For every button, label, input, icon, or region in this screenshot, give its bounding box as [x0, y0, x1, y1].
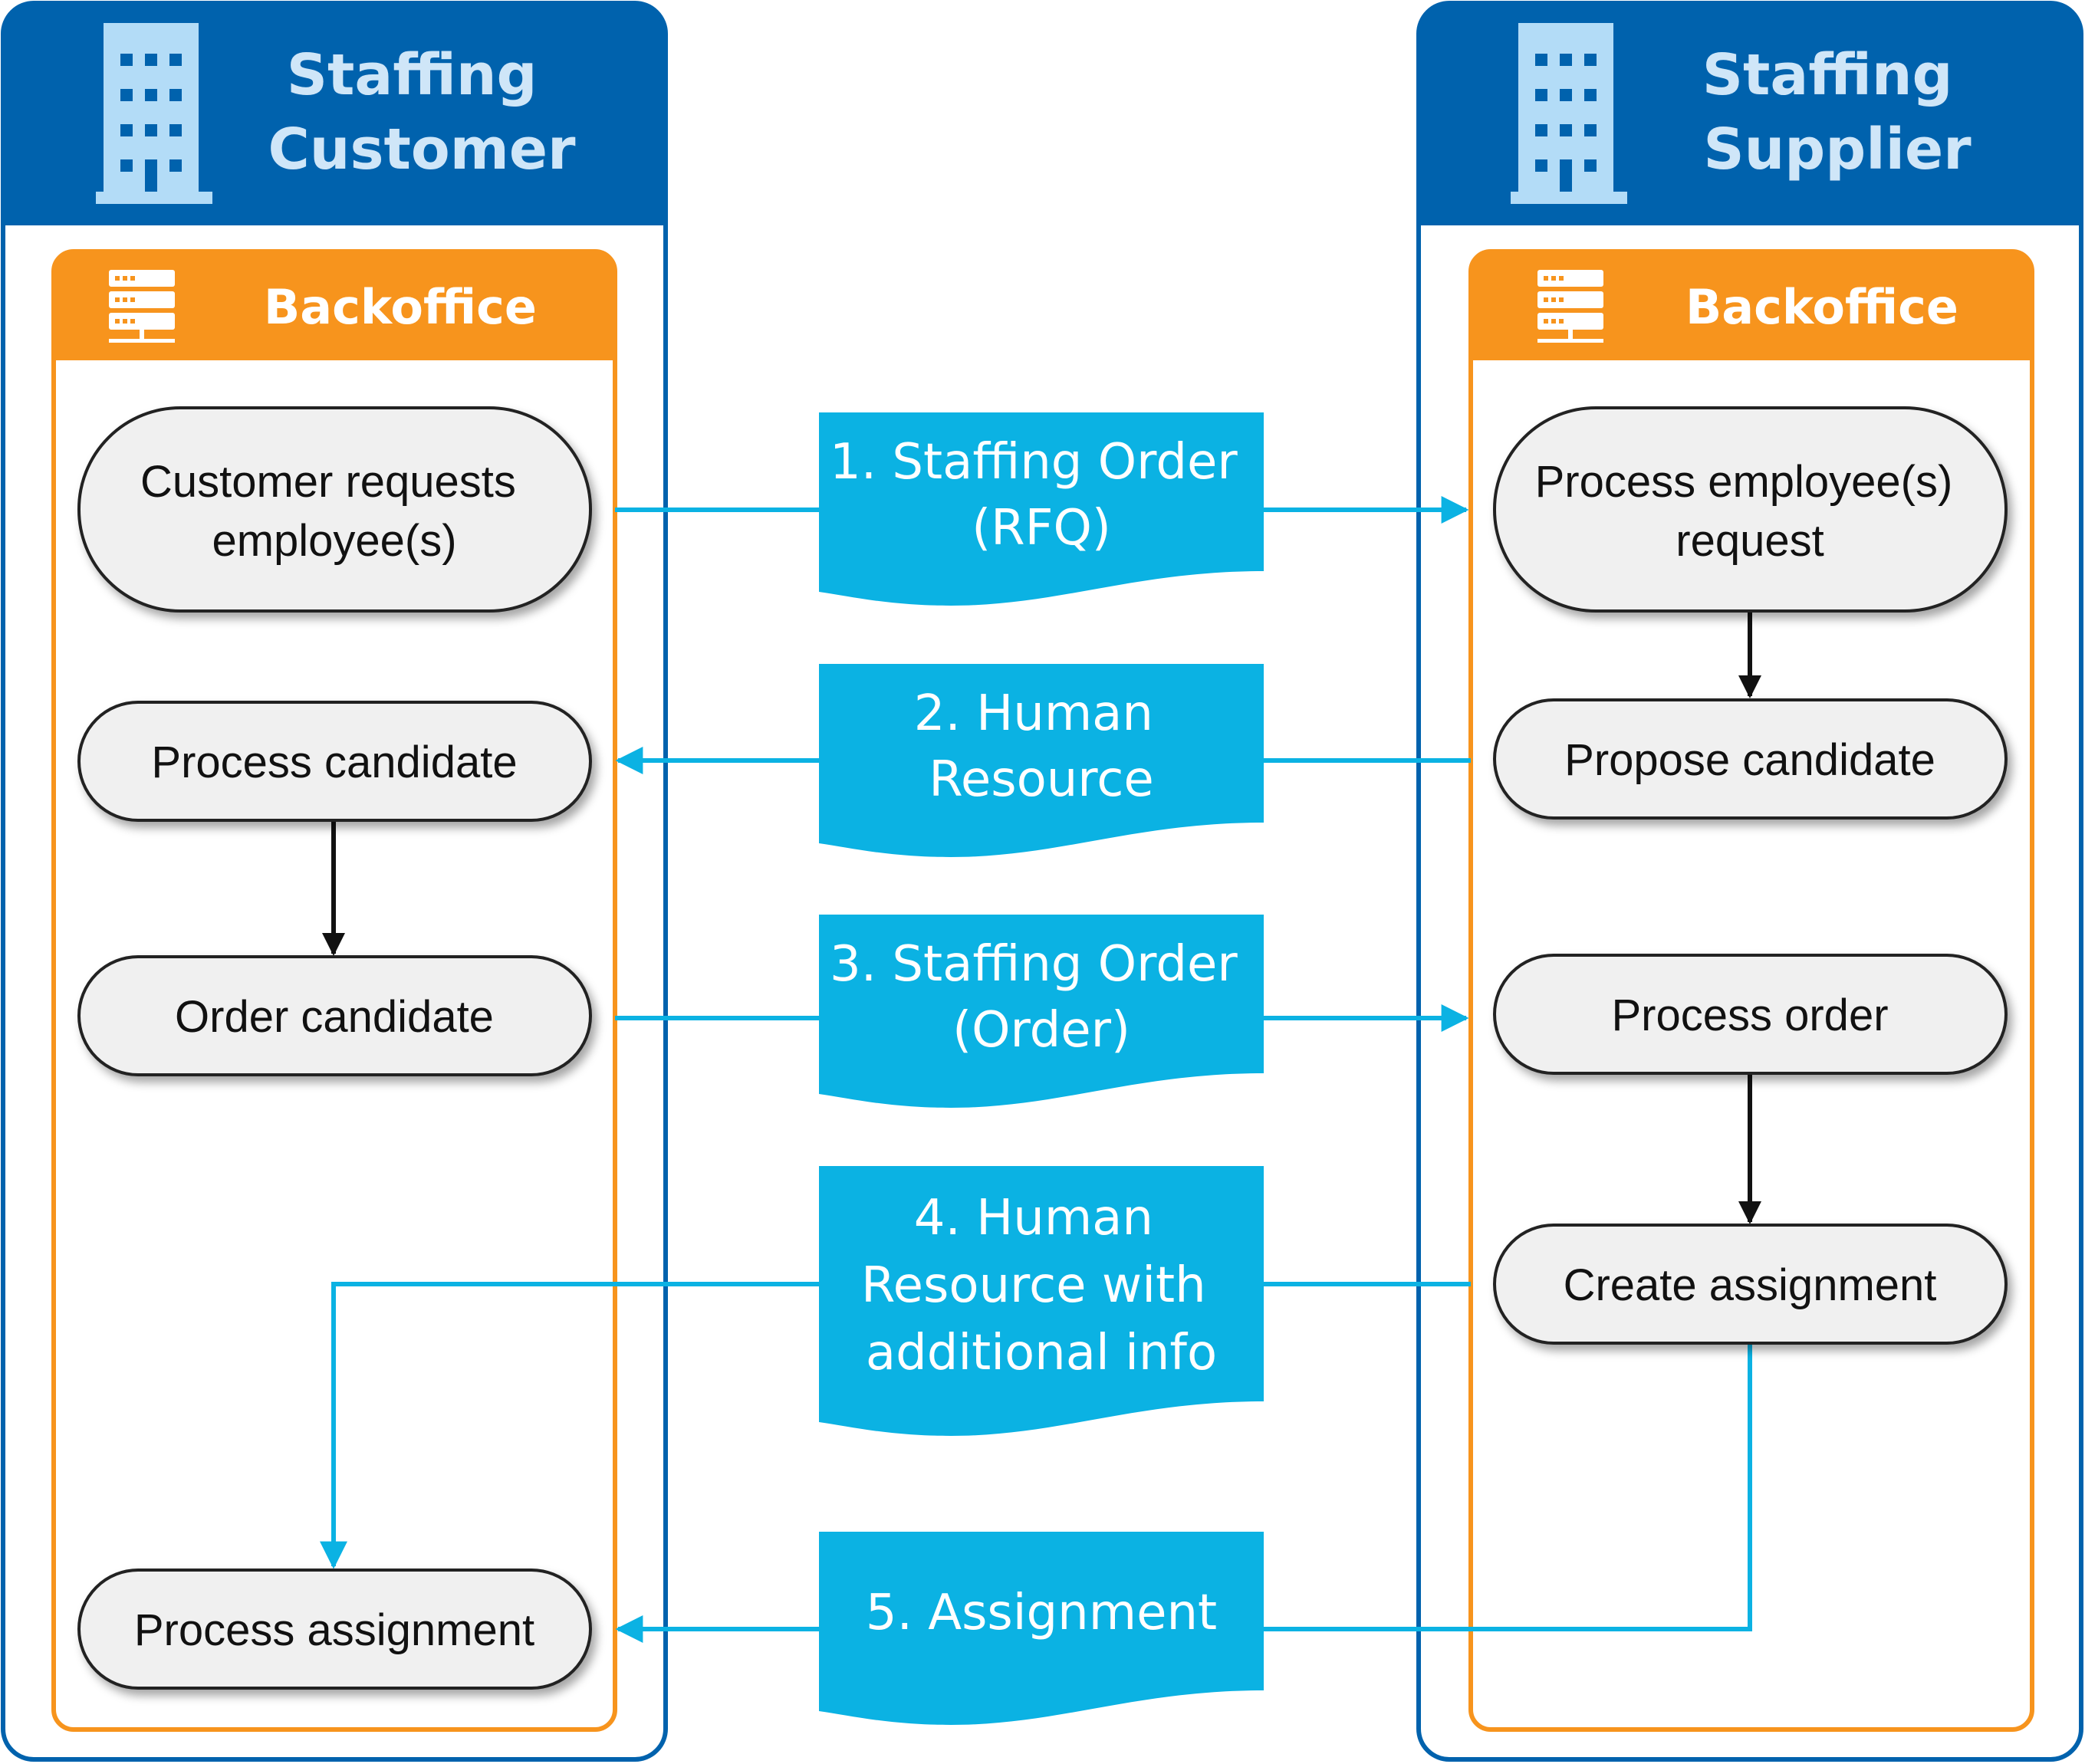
message-doc-shape — [819, 915, 1264, 1108]
node-label: Process employee(s) request — [1535, 457, 1965, 566]
node-label: Process order — [1611, 990, 1888, 1040]
backoffice-customer-border — [51, 249, 617, 1732]
message-doc-text: 5. Assignment — [866, 1585, 1217, 1641]
message-doc: 3. Staffing Order (Order) — [819, 915, 1264, 1108]
message-doc: 2. Human Resource — [819, 664, 1264, 857]
node-process-assignment[interactable]: Process assignment — [77, 1569, 592, 1690]
building-icon — [1511, 23, 1627, 204]
node-label: Process assignment — [134, 1605, 534, 1655]
internal-flows — [322, 612, 1761, 1224]
node-propose-candidate[interactable]: Propose candidate — [1493, 698, 2008, 820]
backoffice-supplier-header — [1471, 251, 2032, 360]
message-doc: 4. Human Resource with additional info — [819, 1166, 1264, 1436]
message-doc-shape — [819, 412, 1264, 606]
lane-customer: Staffing Customer Backoffice — [1, 1, 668, 1762]
building-icon — [96, 23, 212, 204]
node-label: Create assignment — [1564, 1260, 1937, 1310]
node-order-candidate[interactable]: Order candidate — [77, 955, 592, 1076]
node-create-assignment[interactable]: Create assignment — [1493, 1224, 2008, 1345]
node-process-order[interactable]: Process order — [1493, 954, 2008, 1075]
node-process-candidate[interactable]: Process candidate — [77, 701, 592, 822]
message-doc: 5. Assignment — [819, 1532, 1264, 1725]
lane-customer-title: Staffing Customer — [268, 42, 576, 182]
message-doc: 1. Staffing Order (RFQ) — [819, 412, 1264, 606]
message-doc-text: 1. Staffing Order (RFQ) — [830, 434, 1253, 557]
lane-supplier-border — [1416, 1, 2083, 1762]
node-label: Process candidate — [151, 737, 517, 787]
node-label: Propose candidate — [1564, 735, 1935, 785]
node-customer-requests[interactable]: Customer requests employee(s) — [77, 406, 592, 613]
message-doc-text: 2. Human Resource — [914, 685, 1169, 808]
message-documents: 1. Staffing Order (RFQ) 2. Human Resourc… — [819, 412, 1264, 1725]
backoffice-customer-label: Backoffice — [264, 279, 537, 335]
lane-customer-border — [1, 1, 668, 1762]
message-doc-text: 4. Human Resource with additional info — [861, 1190, 1222, 1381]
node-label: Customer requests employee(s) — [140, 457, 528, 566]
lane-supplier-title: Staffing Supplier — [1702, 42, 1973, 182]
server-icon — [1537, 270, 1603, 343]
message-doc-shape — [819, 1166, 1264, 1436]
lane-supplier: Staffing Supplier Backoffice — [1416, 1, 2083, 1762]
backoffice-customer-header — [54, 251, 615, 360]
backoffice-supplier-border — [1468, 249, 2034, 1732]
process-nodes: Customer requests employee(s) Process ca… — [77, 406, 2008, 1690]
node-process-request[interactable]: Process employee(s) request — [1493, 406, 2008, 613]
node-label: Order candidate — [175, 992, 494, 1042]
message-doc-text: 3. Staffing Order (Order) — [830, 936, 1253, 1059]
backoffice-supplier-label: Backoffice — [1685, 279, 1958, 335]
message-doc-shape — [819, 1532, 1264, 1725]
message-doc-shape — [819, 664, 1264, 857]
server-icon — [109, 270, 175, 343]
